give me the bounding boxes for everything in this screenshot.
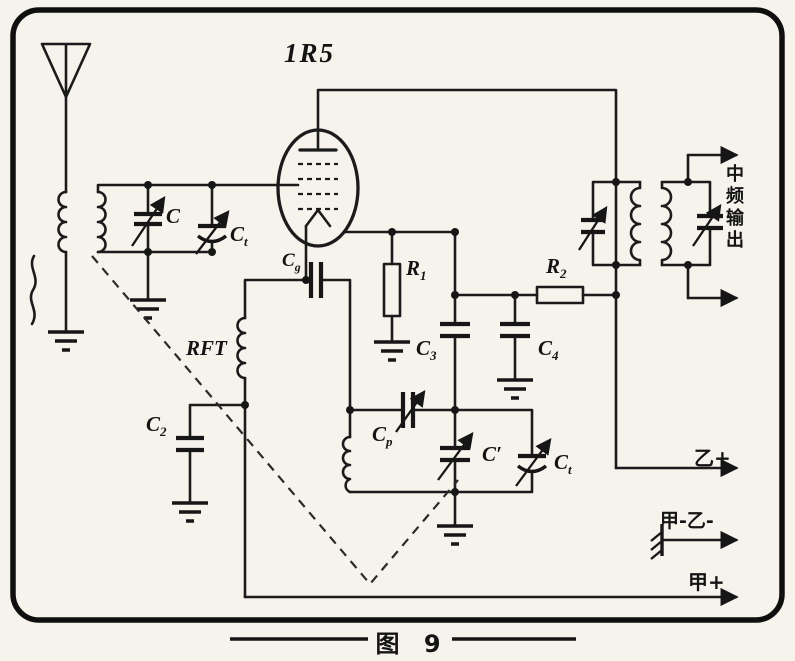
label-cp: Cp (372, 422, 393, 450)
ground-symbol (437, 524, 473, 546)
ground-symbol (130, 298, 166, 320)
label-rft: RFT (186, 336, 227, 360)
scan-artifact (29, 254, 37, 326)
tube-label: 1R5 (284, 38, 336, 68)
label-ct-oscillator: Ct (554, 450, 572, 478)
b-plus-label: 乙+ (694, 446, 731, 470)
variable-arrow-if-primary (578, 205, 608, 251)
trimmer-curved-plate (516, 464, 548, 474)
gang-dashed-line (91, 255, 459, 586)
wire (64, 88, 712, 599)
if-primary-coil (629, 180, 642, 267)
a-minus-b-minus-label: 甲-乙- (660, 510, 714, 532)
variable-arrow-cp (395, 390, 426, 433)
label-cg: Cg (282, 250, 301, 274)
rf-choke-coil (236, 316, 247, 380)
antenna-coil (57, 190, 68, 254)
figure-border (10, 7, 785, 623)
junction-dots (144, 178, 692, 496)
figure-caption: 图 9 (375, 630, 449, 658)
label-r2: R2 (546, 254, 567, 282)
label-c4: C4 (538, 336, 559, 364)
label-c3: C3 (416, 336, 437, 364)
trimmer-curved-plate (196, 234, 228, 244)
variable-arrow-c (131, 195, 166, 247)
label-c-main: C (166, 204, 181, 228)
variable-arrow-ct-osc (515, 438, 552, 487)
resistor-r2 (535, 285, 585, 305)
tube-filament (304, 208, 332, 228)
tube-1r5 (276, 128, 360, 248)
tube-grids (298, 162, 338, 211)
antenna-icon (40, 42, 92, 99)
chassis-ground-symbol (650, 524, 664, 560)
label-ct-antenna: Ct (230, 222, 248, 250)
a-plus-label: 甲+ (688, 570, 725, 594)
variable-arrow-ct-antenna (195, 210, 230, 255)
if-output-label: 中频输出 (723, 164, 744, 252)
ground-symbol (172, 501, 208, 523)
label-r1: R1 (406, 256, 427, 284)
variable-arrow-if-secondary (692, 203, 722, 247)
capacitor-plates (134, 211, 723, 463)
label-c-prime: C′ (482, 442, 502, 466)
ground-symbol (497, 378, 533, 400)
ground-symbol (48, 330, 84, 352)
secondary-coil (96, 190, 107, 254)
ground-symbol (374, 340, 410, 362)
if-secondary-coil (660, 180, 673, 267)
oscillator-coil (341, 435, 352, 494)
resistor-r1 (382, 262, 402, 318)
variable-arrow-c-prime (437, 432, 474, 481)
label-c2: C2 (146, 412, 167, 440)
